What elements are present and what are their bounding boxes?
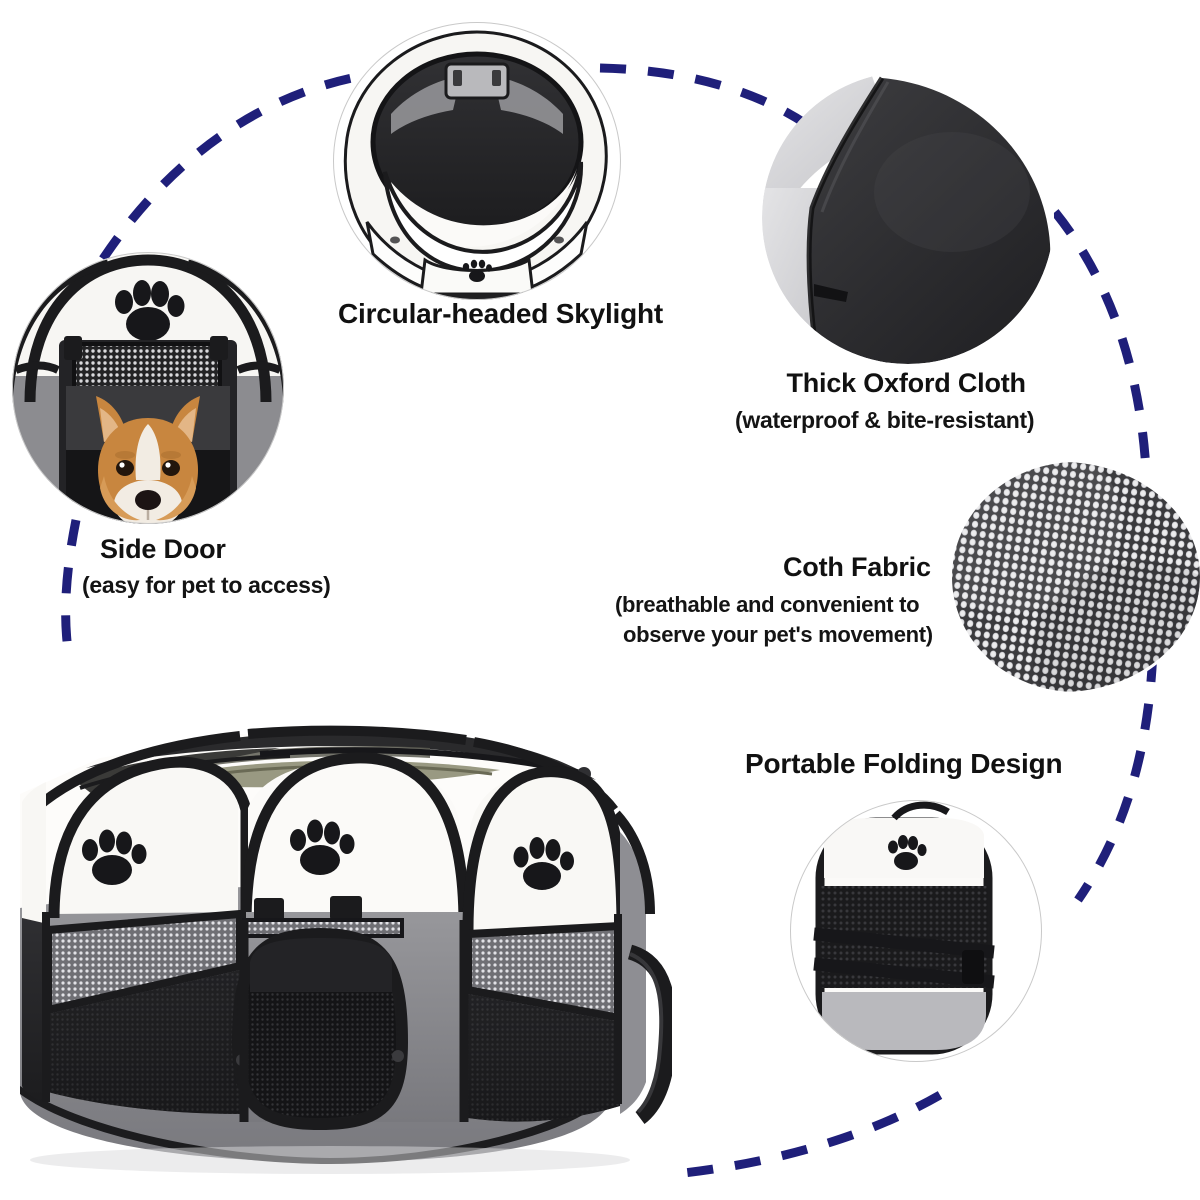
photo-main-playpen <box>0 662 672 1200</box>
callout-cloth-subtitle-line1: (breathable and convenient to <box>615 592 920 617</box>
callout-cloth-fabric: Coth Fabric (breathable and convenient t… <box>615 552 933 648</box>
callout-oxford-title: Thick Oxford Cloth <box>786 368 1026 398</box>
callout-side-door-title: Side Door <box>100 534 226 564</box>
dog-illustration <box>96 396 200 524</box>
paw-print-icon <box>290 819 355 875</box>
paw-print-icon <box>462 259 492 282</box>
callout-cloth-subtitle-line2: observe your pet's movement) <box>623 622 933 647</box>
callout-cloth-title: Coth Fabric <box>783 552 931 582</box>
callout-folding-title: Portable Folding Design <box>745 748 1063 779</box>
photo-mesh-fabric <box>952 462 1200 692</box>
callout-side-door: Side Door (easy for pet to access) <box>82 534 331 599</box>
callout-oxford-subtitle: (waterproof & bite-resistant) <box>735 407 1035 433</box>
paw-print-icon <box>82 829 147 885</box>
callout-oxford-cloth: Thick Oxford Cloth (waterproof & bite-re… <box>735 368 1035 434</box>
paw-print-icon <box>513 837 574 890</box>
callout-folding-design: Portable Folding Design <box>745 748 1063 780</box>
callout-skylight-title: Circular-headed Skylight <box>338 298 664 329</box>
callout-skylight: Circular-headed Skylight <box>338 298 663 330</box>
photo-folded-design <box>790 800 1042 1062</box>
paw-print-icon <box>888 835 927 870</box>
photo-oxford-cloth <box>762 72 1054 364</box>
photo-circular-skylight <box>333 22 621 300</box>
paw-print-icon <box>115 280 185 341</box>
callout-side-door-subtitle: (easy for pet to access) <box>82 572 331 598</box>
photo-side-door <box>12 252 284 524</box>
